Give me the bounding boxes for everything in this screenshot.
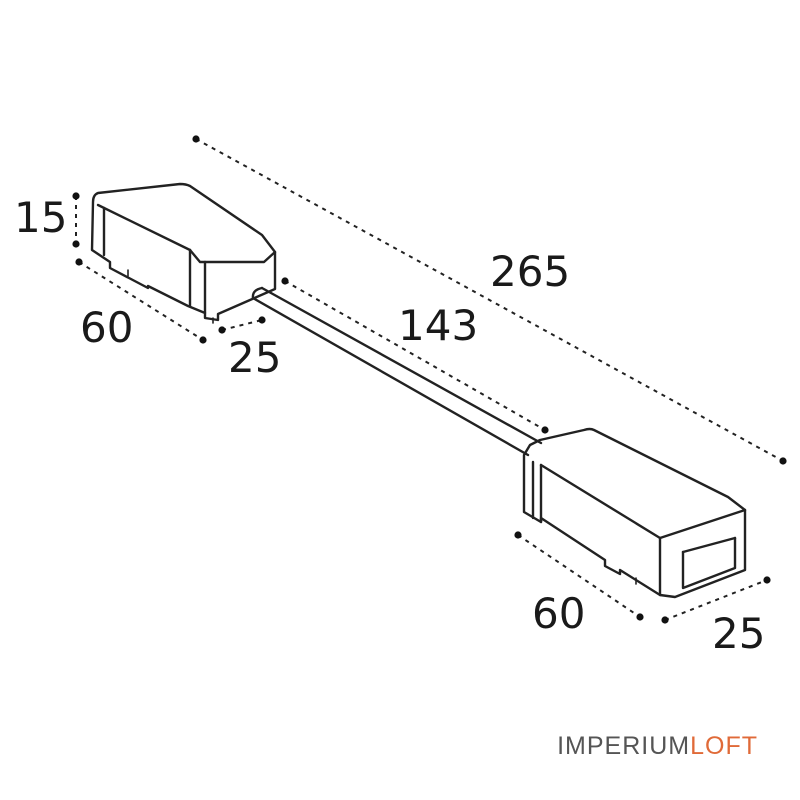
left-connector-box xyxy=(90,182,277,324)
dimension-line-right-25 xyxy=(664,579,768,621)
label-left-width: 25 xyxy=(228,333,281,382)
label-right-width: 25 xyxy=(712,609,765,658)
brand-part1: IMPERIUM xyxy=(557,732,691,760)
dimension-line-right-60 xyxy=(517,534,641,618)
label-total-length: 265 xyxy=(490,247,570,296)
dimension-line-left-60 xyxy=(78,261,204,341)
brand-part2: LOFT xyxy=(690,732,758,760)
cable xyxy=(251,286,543,457)
label-cable-length: 143 xyxy=(398,301,478,350)
dimension-line-left-25 xyxy=(221,319,263,331)
dimension-line-265 xyxy=(195,138,784,462)
dimension-lines xyxy=(75,138,784,621)
brand-logo: IMPERIUMLOFT xyxy=(557,732,758,761)
label-left-length: 60 xyxy=(80,303,133,352)
right-connector-box xyxy=(522,427,747,599)
dimension-endpoints xyxy=(72,135,787,624)
label-left-height: 15 xyxy=(14,193,67,242)
label-right-length: 60 xyxy=(532,589,585,638)
